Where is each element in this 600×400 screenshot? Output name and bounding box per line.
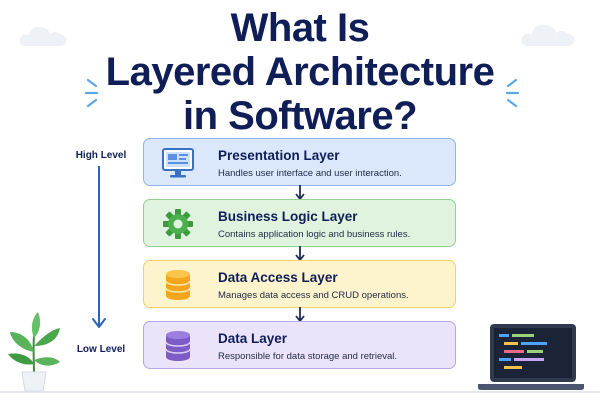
database-icon bbox=[165, 331, 191, 361]
layer-description: Contains application logic and business … bbox=[218, 229, 411, 240]
layer-name: Data Access Layer bbox=[218, 270, 338, 285]
laptop-code-icon bbox=[478, 324, 584, 390]
page-title: What Is Layered Architecture in Software… bbox=[0, 6, 600, 138]
layer-description: Handles user interface and user interact… bbox=[218, 168, 402, 179]
title-line-1: What Is bbox=[230, 6, 370, 50]
layer-business-logic: Business Logic Layer Contains applicatio… bbox=[143, 199, 456, 247]
title-line-2: Layered Architecture bbox=[105, 50, 495, 94]
cloud-left-icon bbox=[19, 26, 67, 46]
sparkle-left-icon bbox=[84, 78, 99, 108]
sparkle-right-icon bbox=[505, 78, 520, 108]
layer-data: Data Layer Responsible for data storage … bbox=[143, 321, 456, 369]
database-icon bbox=[165, 270, 191, 300]
gear-icon bbox=[163, 209, 193, 239]
cloud-right-icon bbox=[521, 24, 575, 46]
monitor-icon bbox=[162, 148, 194, 178]
layer-description: Manages data access and CRUD operations. bbox=[218, 290, 409, 301]
layer-description: Responsible for data storage and retriev… bbox=[218, 351, 398, 362]
layer-name: Business Logic Layer bbox=[218, 209, 358, 224]
high-level-label: High Level bbox=[75, 150, 127, 161]
ground-line bbox=[0, 391, 600, 393]
layer-name: Presentation Layer bbox=[218, 148, 340, 163]
level-axis-arrow bbox=[92, 166, 106, 328]
low-level-label: Low Level bbox=[76, 344, 126, 355]
layer-presentation: Presentation Layer Handles user interfac… bbox=[143, 138, 456, 186]
layer-data-access: Data Access Layer Manages data access an… bbox=[143, 260, 456, 308]
potted-plant-icon bbox=[8, 312, 60, 392]
layer-name: Data Layer bbox=[218, 331, 288, 346]
title-line-3: in Software? bbox=[182, 94, 418, 138]
